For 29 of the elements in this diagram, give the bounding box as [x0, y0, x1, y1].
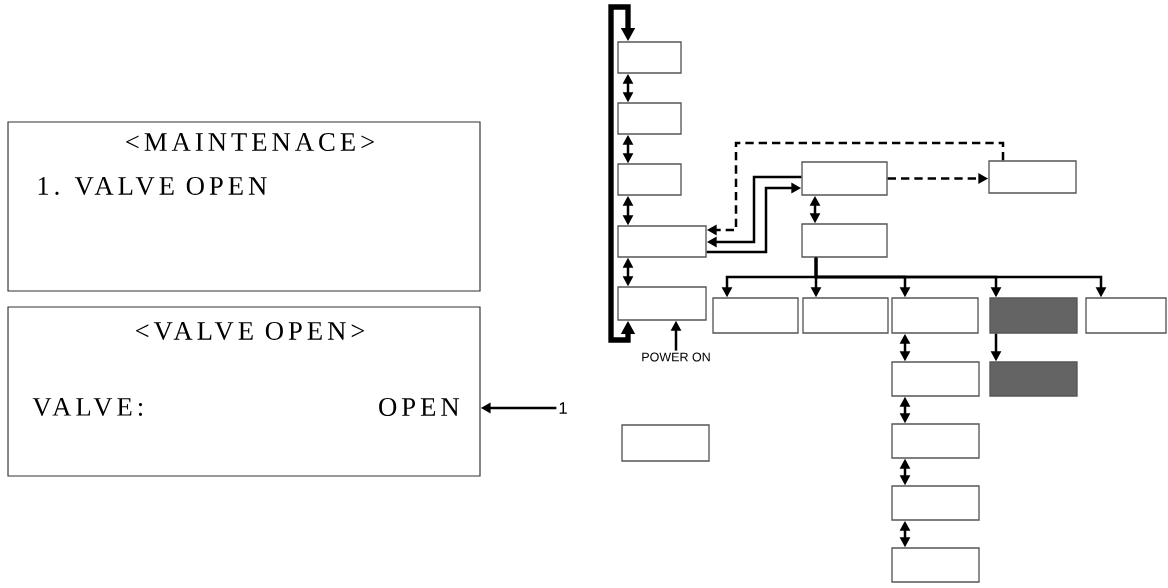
menu-box — [617, 225, 707, 258]
menu-box — [891, 423, 980, 459]
menu-box — [617, 163, 682, 196]
menu-box — [891, 297, 979, 334]
screen-text: <VALVE OPEN> — [135, 322, 365, 340]
menu-box — [989, 297, 1078, 334]
screen-text: VALVE: — [32, 398, 143, 416]
screen-text: 1. VALVE OPEN — [38, 177, 267, 195]
screen-text: <MAINTENACE> — [126, 133, 374, 151]
menu-box — [988, 160, 1077, 194]
menu-box — [617, 286, 707, 321]
screen-text: OPEN — [379, 398, 460, 416]
menu-box — [1085, 297, 1167, 334]
menu-box — [802, 297, 889, 334]
menu-box — [712, 297, 799, 334]
menu-box — [891, 485, 980, 521]
display-screen — [7, 306, 481, 477]
power-on-label: POWER ON — [642, 352, 710, 362]
menu-box — [617, 41, 682, 74]
menu-box — [891, 547, 980, 583]
menu-box — [989, 361, 1078, 397]
menu-box — [617, 102, 682, 135]
menu-box — [801, 161, 888, 196]
menu-box — [891, 361, 980, 397]
display-screen — [7, 121, 481, 292]
menu-box — [621, 424, 710, 462]
menu-box — [801, 223, 888, 258]
arrow — [608, 4, 636, 343]
callout-number: 1 — [559, 402, 567, 414]
